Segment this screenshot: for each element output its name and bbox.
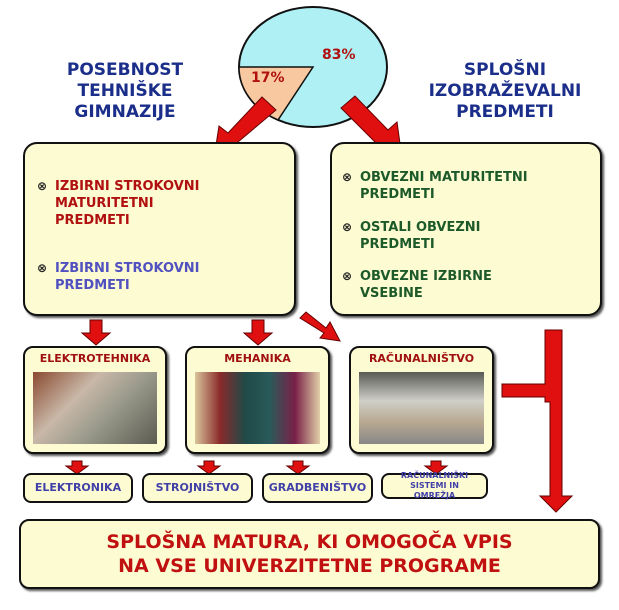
arrow-down-strojnistvo [196,460,222,475]
item-line: PREDMETI [55,213,130,228]
technical-subjects-box: ⊗ IZBIRNI STROKOVNI MATURITETNI PREDMETI… [23,142,296,316]
title-line: SPLOŠNI [463,60,547,80]
item-line: PREDMETI [55,278,130,293]
title-line: PREDMETI [456,102,554,122]
program-title: ELEKTROTEHNIKA [39,352,151,365]
item-line: IZBIRNI STROKOVNI [55,261,200,276]
list-item: ⊗ IZBIRNI STROKOVNI MATURITETNI PREDMETI [37,178,200,229]
program-racunalnistvo: RAČUNALNIŠTVO [349,346,494,454]
item-line: PREDMETI [360,237,435,252]
program-title: MEHANIKA [224,352,291,365]
arrow-bracket [501,329,574,513]
bullet-icon: ⊗ [37,179,48,193]
program-elektrotehnika: ELEKTROTEHNIKA [23,346,167,454]
bullet-icon: ⊗ [342,269,353,283]
list-item: ⊗ IZBIRNI STROKOVNI PREDMETI [37,260,200,294]
item-line: OBVEZNE IZBIRNE [360,269,492,284]
arrow-down-mehanika [242,319,274,346]
sub-gradbenistvo: GRADBENIŠTVO [262,473,373,503]
sub-strojnistvo: STROJNIŠTVO [142,473,253,503]
sub-racunalniski-sistemi: RAČUNALNIŠKI SISTEMI IN OMREŽJA [381,471,488,500]
lab-photo [359,372,484,444]
item-line: VSEBINE [360,286,423,301]
pie-label-83: 83% [322,47,356,63]
bullet-icon: ⊗ [37,261,48,275]
final-line: NA VSE UNIVERZITETNE PROGRAME [118,555,501,577]
general-subjects-box: ⊗ OBVEZNI MATURITETNI PREDMETI ⊗ OSTALI … [330,142,602,316]
lab-photo [195,372,320,444]
left-title: POSEBNOST TEHNIŠKE GIMNAZIJE [30,60,220,123]
arrow-to-racunalnistvo [299,311,341,342]
final-box: SPLOŠNA MATURA, KI OMOGOČA VPIS NA VSE U… [19,519,600,589]
item-line: PREDMETI [360,187,435,202]
title-line: GIMNAZIJE [74,102,176,122]
sub-elektronika: ELEKTRONIKA [23,473,133,503]
list-item: ⊗ OBVEZNE IZBIRNE VSEBINE [342,268,492,302]
title-line: TEHNIŠKE [77,81,173,101]
right-title: SPLOŠNI IZOBRAŽEVALNI PREDMETI [395,60,615,123]
list-item: ⊗ OBVEZNI MATURITETNI PREDMETI [342,169,528,203]
arrow-down-racunalniski [423,460,449,475]
item-line: IZBIRNI STROKOVNI [55,179,200,194]
title-line: POSEBNOST [66,60,184,80]
final-line: SPLOŠNA MATURA, KI OMOGOČA VPIS [106,531,513,553]
list-item: ⊗ OSTALI OBVEZNI PREDMETI [342,219,481,253]
lab-photo [33,372,157,444]
item-line: MATURITETNI [55,196,154,211]
title-line: IZOBRAŽEVALNI [428,81,582,101]
bullet-icon: ⊗ [342,220,353,234]
program-mehanika: MEHANIKA [185,346,330,454]
item-line: OSTALI OBVEZNI [360,220,481,235]
arrow-down-elektronika [64,460,90,475]
bullet-icon: ⊗ [342,170,353,184]
arrow-down-elektrotehnika [80,319,112,346]
pie-label-17: 17% [251,70,285,86]
item-line: OBVEZNI MATURITETNI [360,170,528,185]
arrow-down-gradbenistvo [285,460,311,475]
program-title: RAČUNALNIŠTVO [368,352,475,365]
